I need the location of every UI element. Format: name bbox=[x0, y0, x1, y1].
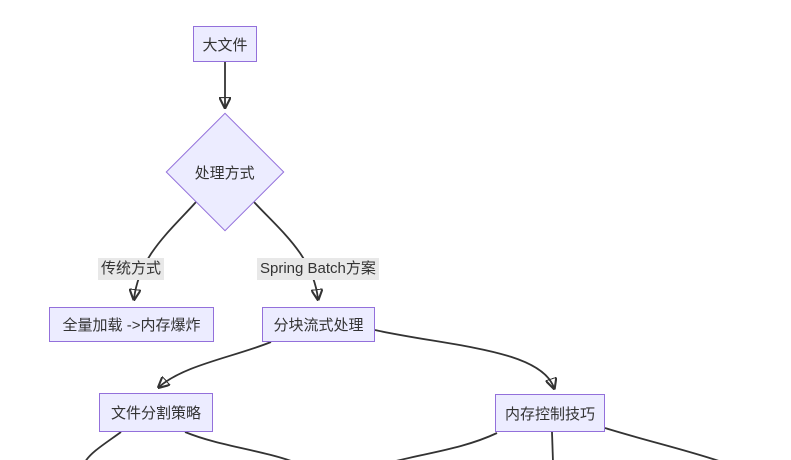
node-decision-label: 处理方式 bbox=[194, 164, 256, 182]
node-full-load-label: 全量加载 ->内存爆炸 bbox=[62, 317, 201, 334]
edge-filesplit-down-left bbox=[85, 431, 122, 460]
node-chunk-stream-label: 分块流式处理 bbox=[273, 317, 364, 334]
edge-decision-to-chunkstream bbox=[253, 201, 318, 299]
edge-label-spring-batch: Spring Batch方案 bbox=[257, 258, 379, 280]
edge-chunkstream-to-memorycontrol bbox=[374, 329, 554, 388]
node-big-file-label: 大文件 bbox=[202, 36, 248, 54]
edge-label-traditional: 传统方式 bbox=[98, 258, 165, 280]
node-memory-control: 内存控制技巧 bbox=[495, 394, 605, 432]
edge-label-traditional-text: 传统方式 bbox=[101, 260, 162, 277]
edge-memorycontrol-down-right bbox=[604, 427, 719, 460]
edge-memorycontrol-down-left bbox=[396, 432, 498, 460]
node-chunk-stream: 分块流式处理 bbox=[262, 307, 375, 342]
edge-filesplit-down-right bbox=[184, 431, 291, 460]
edge-label-spring-batch-text: Spring Batch方案 bbox=[260, 260, 376, 277]
node-file-split: 文件分割策略 bbox=[99, 393, 213, 432]
edge-decision-to-fullload bbox=[134, 201, 197, 299]
node-full-load: 全量加载 ->内存爆炸 bbox=[49, 307, 214, 342]
node-memory-control-label: 内存控制技巧 bbox=[504, 405, 595, 423]
node-file-split-label: 文件分割策略 bbox=[110, 405, 201, 422]
edge-memorycontrol-down-middle bbox=[551, 431, 554, 460]
node-big-file: 大文件 bbox=[193, 26, 257, 62]
edge-chunkstream-to-filesplit bbox=[159, 341, 272, 387]
